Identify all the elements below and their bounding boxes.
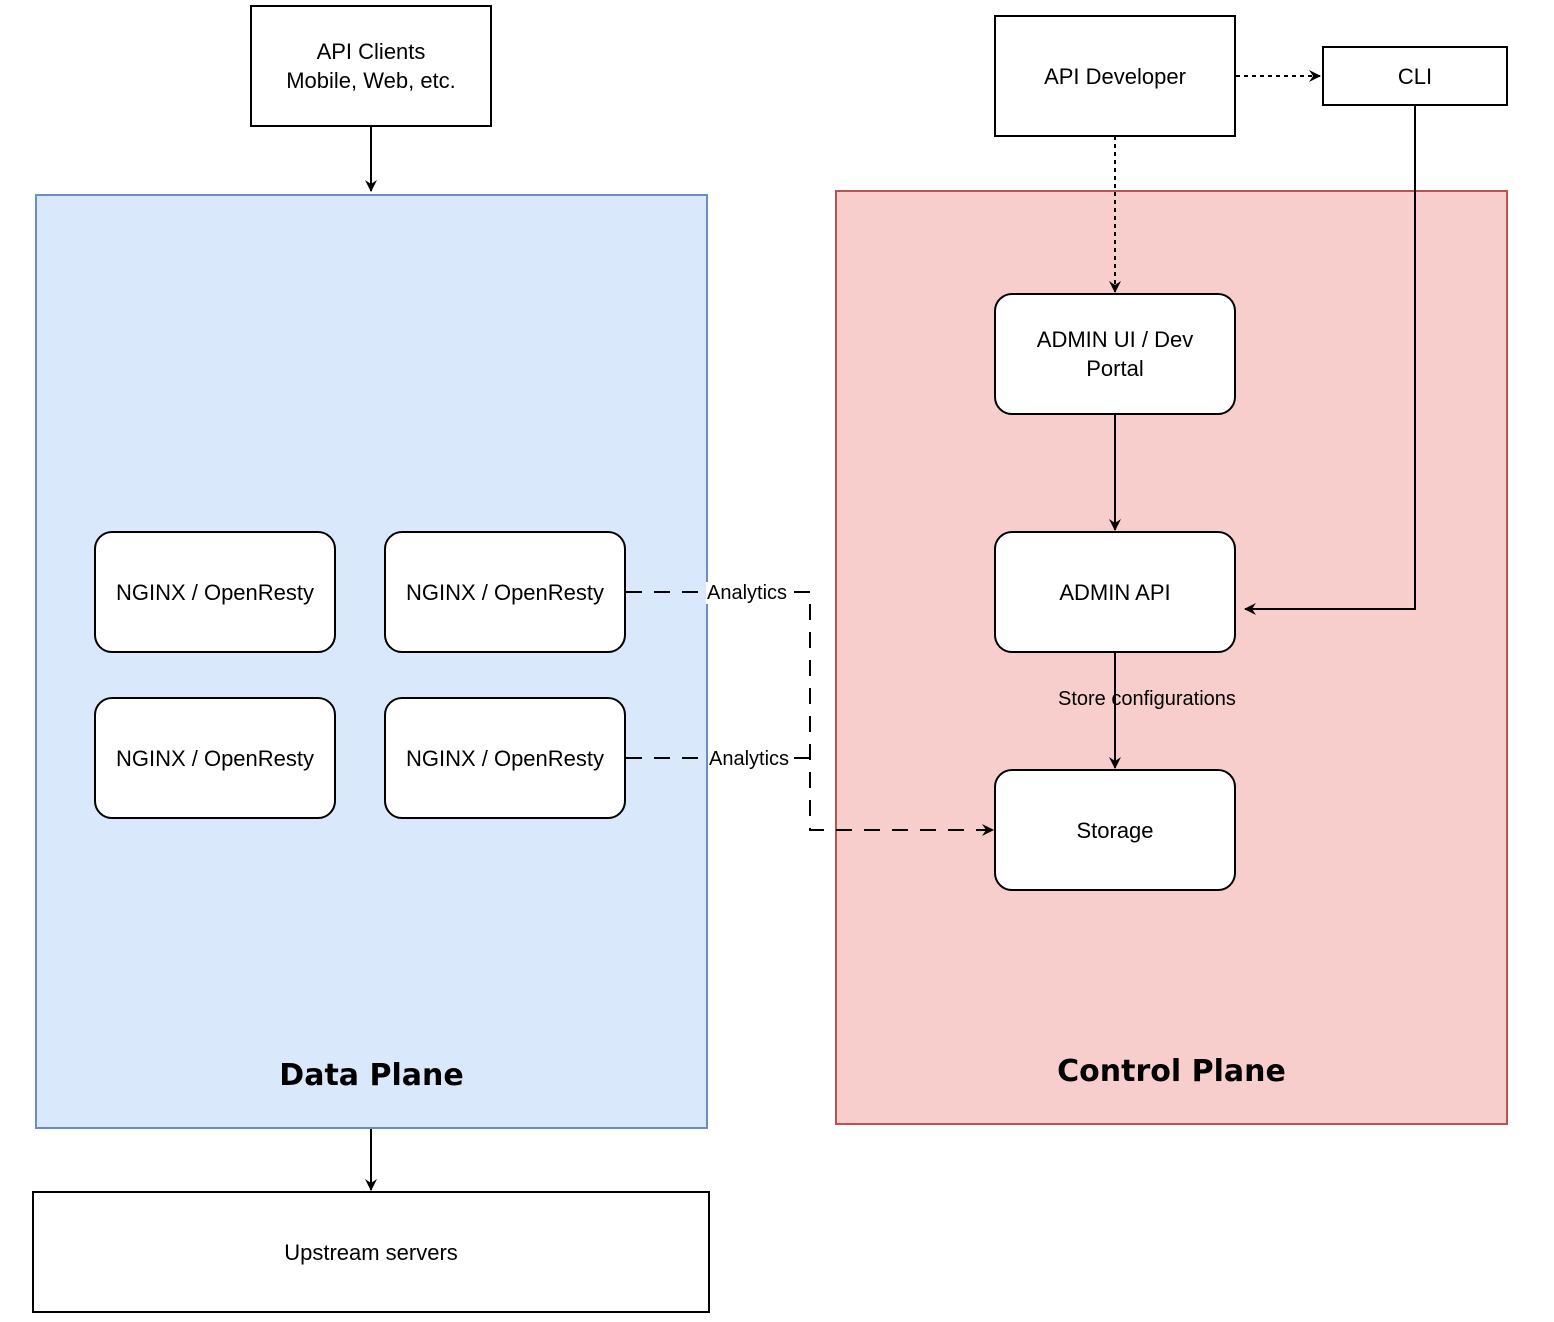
data-plane-panel: Data Plane <box>35 194 708 1129</box>
api-clients-node: API Clients Mobile, Web, etc. <box>250 5 492 127</box>
admin-ui-node: ADMIN UI / Dev Portal <box>994 293 1236 415</box>
storage-node: Storage <box>994 769 1236 891</box>
edge-analytics-top <box>626 591 994 836</box>
nginx-node-2: NGINX / OpenResty <box>384 531 626 653</box>
control-plane-title: Control Plane <box>1057 1054 1286 1089</box>
cli-node: CLI <box>1322 46 1508 106</box>
analytics-label-top: Analytics <box>706 582 789 604</box>
upstream-servers-node: Upstream servers <box>32 1191 710 1313</box>
admin-api-node: ADMIN API <box>994 531 1236 653</box>
store-configurations-label: Store configurations <box>1058 688 1236 710</box>
nginx-node-4: NGINX / OpenResty <box>384 697 626 819</box>
nginx-node-3: NGINX / OpenResty <box>94 697 336 819</box>
edge-cli-to-adminapi <box>1244 105 1416 615</box>
nginx-node-1: NGINX / OpenResty <box>94 531 336 653</box>
data-plane-title: Data Plane <box>279 1058 464 1093</box>
analytics-label-bottom: Analytics <box>708 748 791 770</box>
api-developer-node: API Developer <box>994 15 1236 137</box>
